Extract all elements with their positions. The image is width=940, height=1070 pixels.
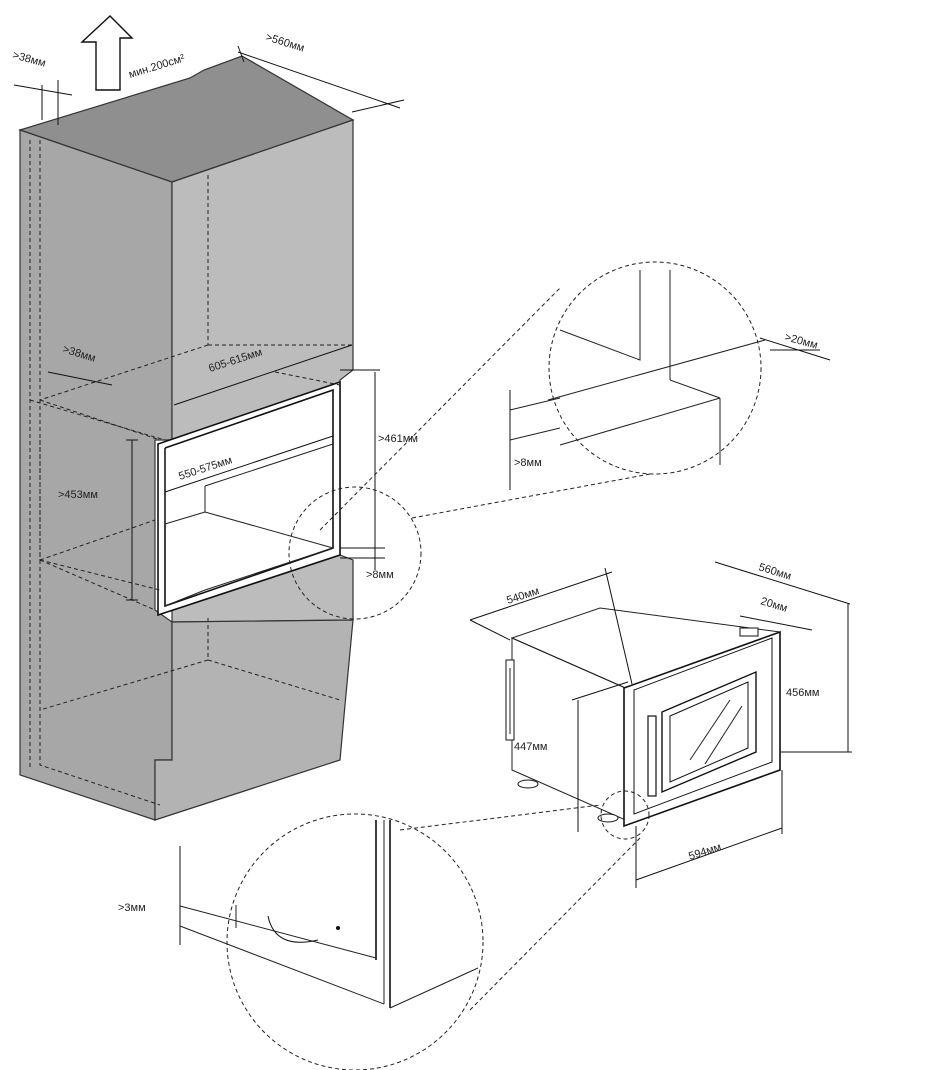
appliance-width-label: 594мм <box>687 841 723 863</box>
detail-circle-niche-corner: >20мм >8мм <box>288 261 831 620</box>
appliance <box>505 607 781 828</box>
detail-bottom-gap-label: >8мм <box>514 457 542 469</box>
airflow-arrow-icon <box>80 15 134 91</box>
cabinet-front-face <box>19 129 173 821</box>
detail-depth-label: >20мм <box>783 331 819 351</box>
door-depth-label: 20мм <box>759 595 789 614</box>
airflow-area-label: мин.200см² <box>127 52 186 81</box>
side-height-label: >453мм <box>58 489 98 501</box>
front-height-label: 447мм <box>514 741 547 753</box>
appliance-depth-label: 540мм <box>505 585 541 607</box>
door-gap-label: >3мм <box>118 902 146 914</box>
top-gap-label: >38мм <box>11 49 47 69</box>
appliance-total-depth-label: 560мм <box>757 561 793 582</box>
niche-height-label: >461мм <box>378 433 418 445</box>
bottom-gap-label: >8мм <box>366 569 394 581</box>
cabinet <box>18 55 355 821</box>
cabinet-depth-label: >560мм <box>264 31 306 54</box>
cabinet-lower-side <box>154 619 354 821</box>
niche-opening <box>157 380 341 617</box>
appliance-height-label: 456мм <box>786 687 819 699</box>
detail-circle-door-gap: >3мм <box>118 790 650 1070</box>
